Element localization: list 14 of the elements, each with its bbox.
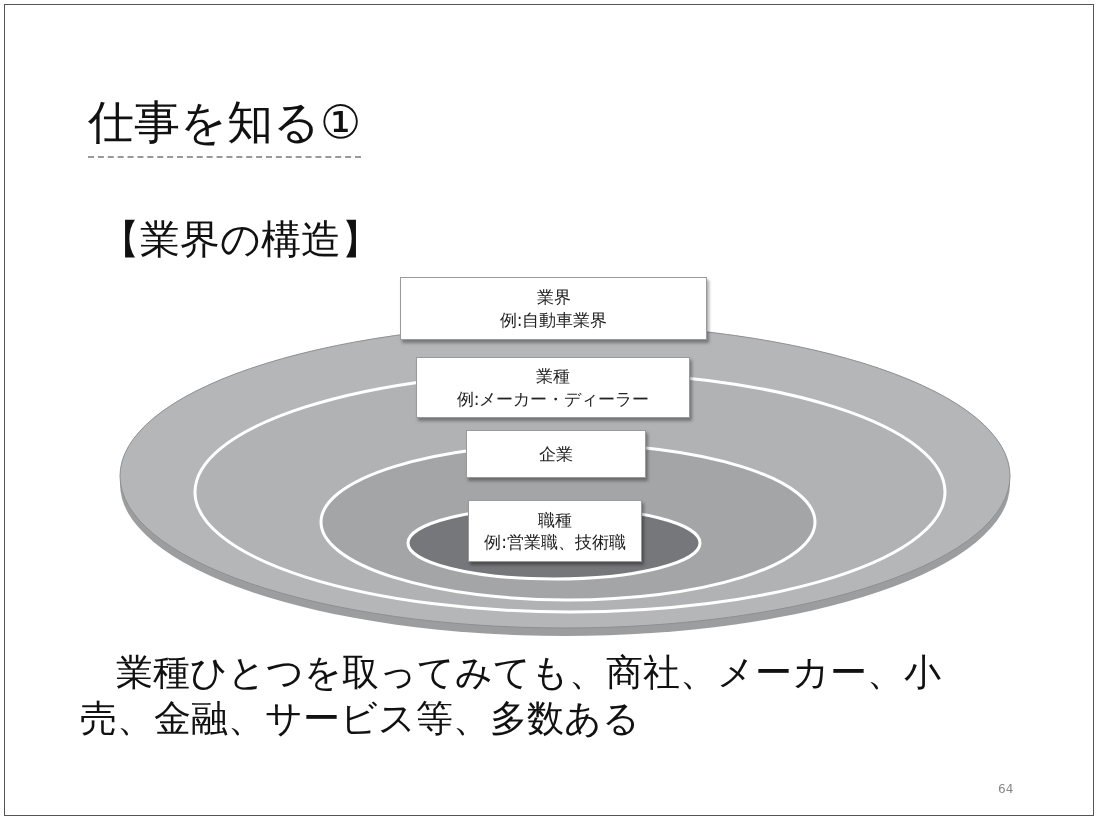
- category-heading: 業界: [536, 286, 571, 309]
- nested-ring: [192, 354, 949, 616]
- section-heading: 【業界の構造】: [100, 215, 381, 264]
- nested-ring: [318, 427, 819, 604]
- category-heading: 企業: [539, 442, 573, 466]
- example-text: 例:メーカー・ディーラー: [456, 387, 650, 410]
- body-text: 業種ひとつを取ってみても、商社、メーカー、小売、金融、サービス等、多数ある: [80, 650, 942, 742]
- example-text: 例:自動車業界: [499, 308, 608, 331]
- example-text: 例:営業職、技術職: [484, 531, 626, 554]
- category-heading: 職種: [538, 508, 572, 531]
- nested-ring: [405, 497, 704, 583]
- category-heading: 業種: [536, 365, 570, 388]
- slide-title: 仕事を知る①: [88, 92, 362, 158]
- page-number: 64: [998, 782, 1014, 796]
